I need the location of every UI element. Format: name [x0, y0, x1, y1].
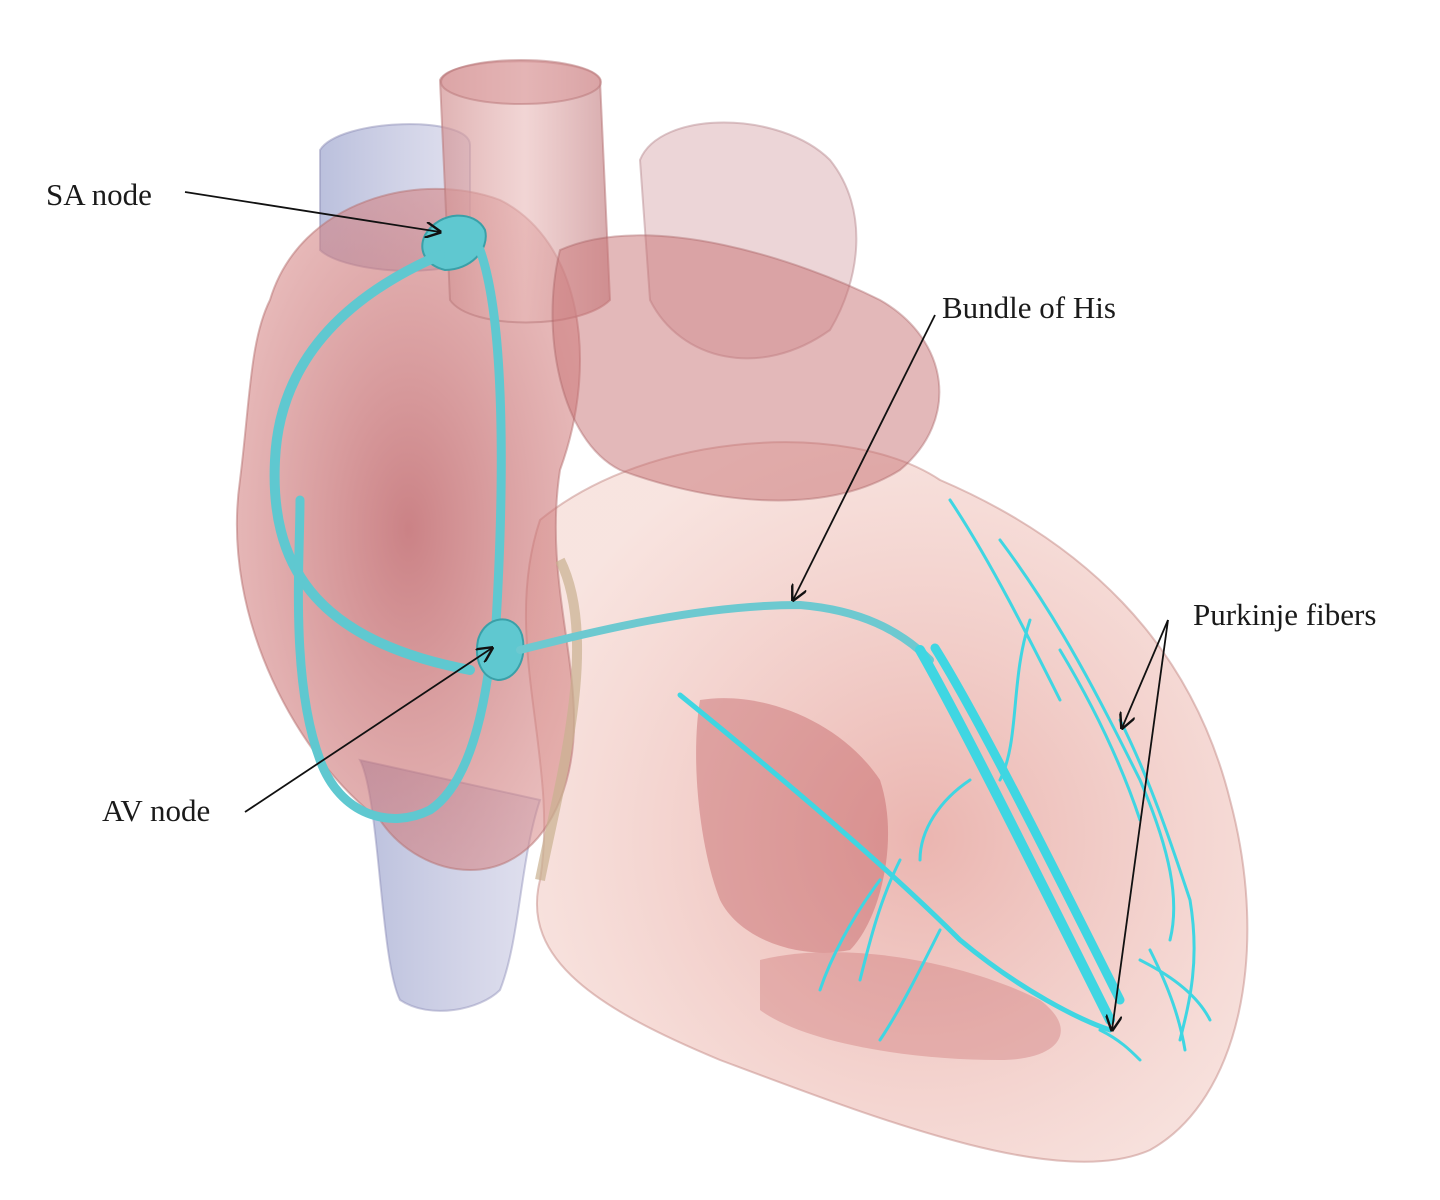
purkinje-fibers-leader-1 — [1122, 619, 1169, 728]
interior-muscles-lower — [760, 952, 1061, 1060]
conduction-system — [269, 214, 1212, 1062]
av-node-leader — [244, 648, 492, 813]
internodal-pathway-anterior — [293, 495, 495, 823]
purkinje-network — [818, 498, 1212, 1062]
bundle-of-his — [516, 600, 934, 664]
right-bundle-branch — [915, 645, 1115, 1025]
internodal-pathway-posterior — [269, 250, 475, 675]
heart-illustration — [235, 59, 1249, 1163]
purkinje-fibers-leader-2 — [1112, 619, 1169, 1030]
interior-muscles — [696, 698, 889, 953]
left-bundle-branch — [930, 643, 1125, 1005]
sa-node-leader — [184, 191, 440, 232]
bundle-of-his-leader — [793, 314, 936, 600]
annotations: SA node Bundle of His Purkinje fibers AV… — [46, 177, 1376, 1030]
sa-node-label: SA node — [46, 177, 152, 212]
bundle-of-his-label: Bundle of His — [942, 290, 1116, 325]
ventricles — [524, 441, 1249, 1163]
av-node-label: AV node — [102, 793, 210, 828]
left-atrium — [551, 234, 941, 502]
internodal-pathway-middle — [475, 245, 506, 645]
av-node — [476, 618, 525, 682]
septum — [535, 557, 583, 881]
purkinje-fibers-label: Purkinje fibers — [1193, 597, 1376, 632]
septal-branch — [677, 692, 1113, 1033]
aorta-opening — [440, 59, 602, 105]
